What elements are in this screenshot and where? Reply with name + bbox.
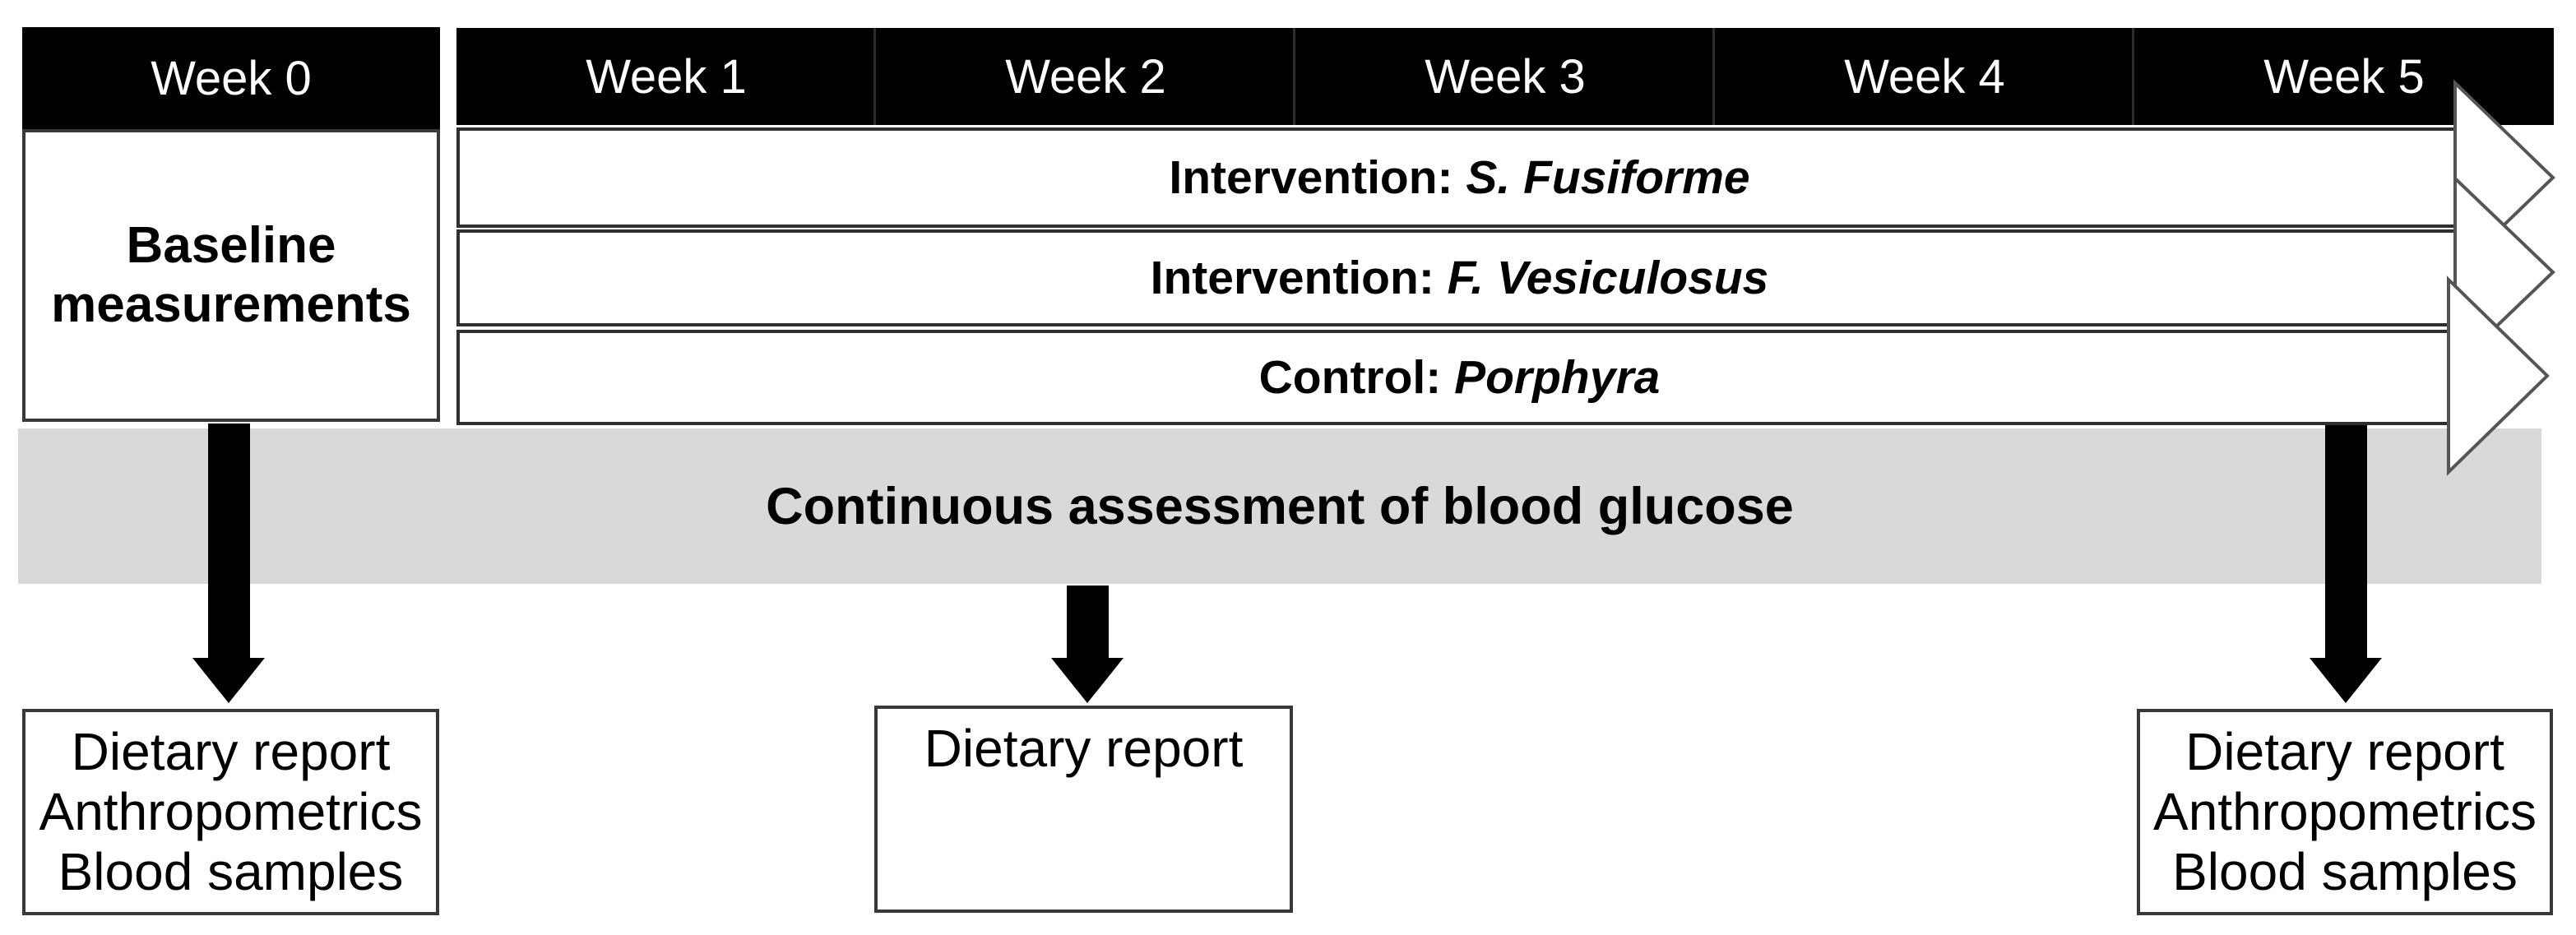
arm3-prefix: Control: [1258, 351, 1442, 404]
measurement-line: Anthropometrics [39, 782, 423, 841]
week3-label: Week 3 [1425, 49, 1586, 104]
week1-label: Week 1 [586, 49, 747, 104]
measurement-line: Anthropometrics [2153, 782, 2537, 841]
measurement-box-week0: Dietary report Anthropometrics Blood sam… [22, 709, 439, 915]
week-cell-4: Week 4 [1715, 28, 2134, 125]
down-arrow-week2-head [1051, 658, 1124, 703]
week-bar-separator [873, 28, 876, 125]
baseline-measurements-label: Baseline measurements [51, 217, 411, 333]
arrowhead-icon [2453, 174, 2555, 370]
week-cell-3: Week 3 [1295, 28, 1715, 125]
week0-label: Week 0 [151, 51, 312, 105]
week0-header: Week 0 [22, 27, 440, 129]
down-arrow-week5-head [2310, 658, 2382, 703]
week-cell-5: Week 5 [2134, 28, 2554, 125]
week4-label: Week 4 [1844, 49, 2005, 104]
week-cell-2: Week 2 [876, 28, 1295, 125]
arm-row-intervention-fusiforme: Intervention: S. Fusiforme [456, 127, 2459, 228]
assessment-band: Continuous assessment of blood glucose [18, 428, 2541, 584]
week-bar-separator [2132, 28, 2134, 125]
arm2-species: F. Vesiculosus [1447, 252, 1769, 304]
arm-row-intervention-vesiculosus: Intervention: F. Vesiculosus [456, 229, 2459, 326]
assessment-band-label: Continuous assessment of blood glucose [766, 477, 1794, 535]
down-arrow-week2-shaft [1067, 586, 1109, 659]
down-arrow-week0-head [192, 658, 265, 703]
measurement-line: Blood samples [2172, 842, 2518, 901]
arm1-prefix: Intervention: [1169, 151, 1453, 204]
week2-label: Week 2 [1005, 49, 1166, 104]
measurement-line: Blood samples [58, 842, 404, 901]
week-bar: Week 1 Week 2 Week 3 Week 4 Week 5 [456, 28, 2554, 125]
measurement-line: Dietary report [924, 719, 1244, 778]
week-bar-separator [1712, 28, 1715, 125]
measurement-line: Dietary report [71, 722, 391, 781]
measurement-box-week2: Dietary report [874, 706, 1293, 913]
arm1-species: S. Fusiforme [1466, 151, 1750, 204]
baseline-measurements-box: Baseline measurements [22, 129, 440, 422]
arm3-species: Porphyra [1454, 351, 1661, 404]
week5-label: Week 5 [2263, 49, 2425, 104]
arm2-prefix: Intervention: [1150, 252, 1434, 304]
down-arrow-week5-shaft [2325, 425, 2367, 659]
week-bar-separator [1293, 28, 1295, 125]
measurement-line: Dietary report [2185, 722, 2504, 781]
week-cell-1: Week 1 [456, 28, 876, 125]
arm-row-control-porphyra: Control: Porphyra [456, 330, 2459, 425]
down-arrow-week0-shaft [208, 424, 250, 659]
measurement-box-week5: Dietary report Anthropometrics Blood sam… [2137, 709, 2553, 915]
